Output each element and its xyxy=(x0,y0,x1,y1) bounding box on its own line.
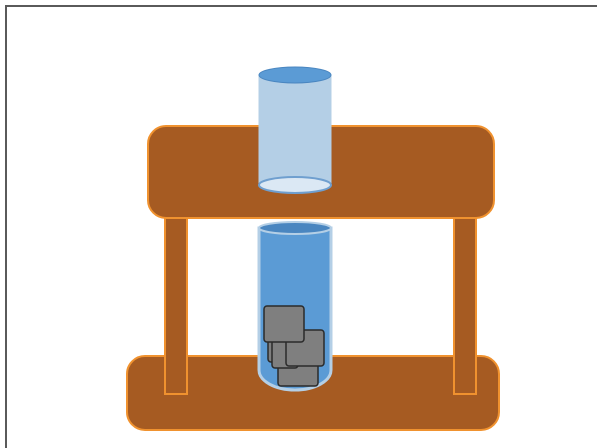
piston-body xyxy=(259,75,331,185)
test-tube-rim xyxy=(259,222,331,234)
block xyxy=(264,306,304,342)
left-post xyxy=(165,212,187,394)
piston-cylinder xyxy=(259,67,331,193)
piston-bottom-rim xyxy=(259,177,331,193)
piston-top xyxy=(259,67,331,83)
right-post xyxy=(454,212,476,394)
